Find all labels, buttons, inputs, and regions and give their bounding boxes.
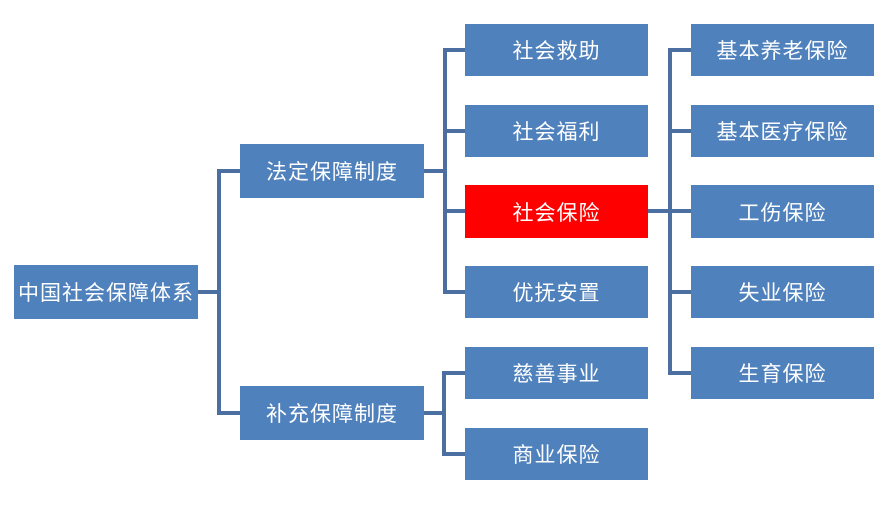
connector-root-to-level1 xyxy=(198,169,240,415)
node-social-insurance: 社会保险 xyxy=(465,185,648,238)
node-special-care: 优抚安置 xyxy=(465,266,648,318)
node-medical-insurance: 基本医疗保险 xyxy=(691,105,874,157)
connector-social-insurance-to-children xyxy=(648,48,691,375)
node-commercial-insurance: 商业保险 xyxy=(465,428,648,480)
node-label: 社会救助 xyxy=(512,39,601,63)
root-node-label: 中国社会保障体系 xyxy=(18,281,194,305)
node-label: 基本医疗保险 xyxy=(716,120,849,144)
node-statutory-system: 法定保障制度 xyxy=(240,144,424,198)
node-label: 社会保险 xyxy=(512,200,601,225)
node-label: 失业保险 xyxy=(738,281,827,305)
node-label: 法定保障制度 xyxy=(266,160,398,184)
connector-statutory-to-children xyxy=(424,48,465,294)
node-label: 补充保障制度 xyxy=(266,402,398,426)
node-label: 基本养老保险 xyxy=(716,39,849,63)
node-maternity-insurance: 生育保险 xyxy=(691,347,874,399)
node-label: 工伤保险 xyxy=(738,200,827,225)
node-supplementary-system: 补充保障制度 xyxy=(240,386,424,440)
node-label: 生育保险 xyxy=(738,362,827,386)
connector-supplementary-to-children xyxy=(424,371,465,456)
node-label: 优抚安置 xyxy=(512,281,601,305)
node-label: 商业保险 xyxy=(512,443,601,467)
node-work-injury-insurance: 工伤保险 xyxy=(691,185,874,238)
node-social-assistance: 社会救助 xyxy=(465,24,648,76)
node-unemployment-insurance: 失业保险 xyxy=(691,266,874,318)
node-label: 社会福利 xyxy=(512,120,601,144)
node-pension-insurance: 基本养老保险 xyxy=(691,24,874,76)
node-charity: 慈善事业 xyxy=(465,347,648,399)
node-social-welfare: 社会福利 xyxy=(465,105,648,157)
node-label: 慈善事业 xyxy=(512,362,601,386)
root-node: 中国社会保障体系 xyxy=(14,265,198,319)
